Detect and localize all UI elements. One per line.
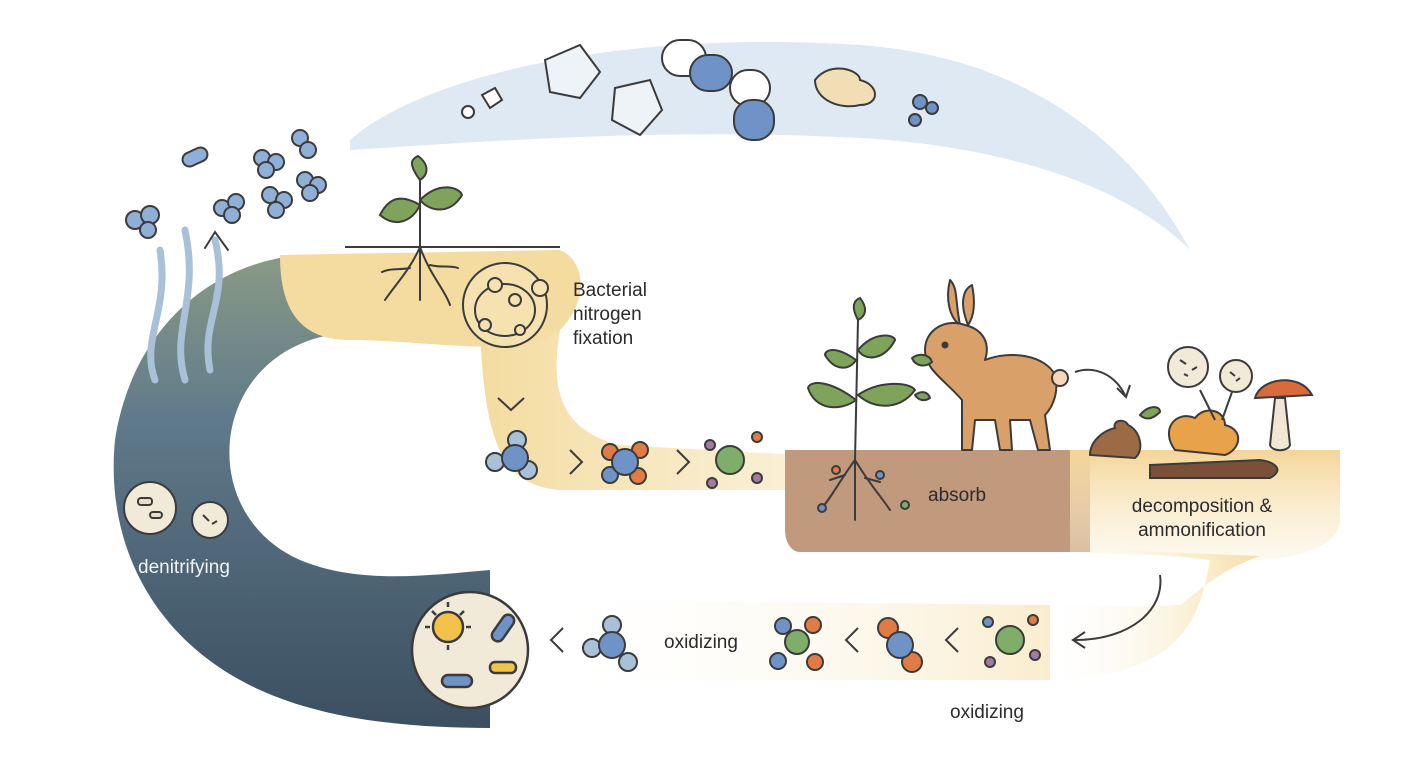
denitrifying-bacteria-bubble-large <box>123 481 177 535</box>
sprout-icon <box>378 154 464 306</box>
ammonia-molecule-bottom <box>582 615 638 672</box>
flow-chevron-1 <box>569 449 584 475</box>
curved-arrow-down <box>1074 574 1162 641</box>
flow-chevron-5 <box>549 627 564 653</box>
ammonium-molecule <box>601 441 649 485</box>
vapor-arrows-icon <box>147 226 229 384</box>
fixation-down-chevron <box>497 397 525 412</box>
bacteria-bubble-1 <box>1167 346 1216 421</box>
mushroom-icon <box>1253 379 1314 452</box>
nitrate-molecule-bottom <box>769 616 824 671</box>
droppings-icon <box>1088 419 1142 460</box>
ammonia-molecule-1 <box>485 430 538 480</box>
bacteria-bubble-2 <box>1219 359 1253 421</box>
flow-chevron-2 <box>676 449 691 475</box>
curved-arrow-to-decomposition <box>1074 368 1126 396</box>
denitrifying-bacteria-bubble-small <box>191 501 229 539</box>
soil-brown-block <box>785 450 1090 552</box>
bacterial-nitrogen-fixation-label: Bacterial nitrogen fixation <box>573 280 647 349</box>
atmosphere-molecules <box>461 39 939 141</box>
oxidizing-label-middle: oxidizing <box>664 632 738 653</box>
denitrification-water-band <box>113 255 490 728</box>
nitrite-molecule <box>704 431 763 489</box>
decomposition-ammonification-label: decomposition & ammonification <box>1131 496 1273 541</box>
rabbit-icon <box>911 279 1069 451</box>
molecule-cluster-upper-left <box>125 129 327 239</box>
oxidizing-label-bottom: oxidizing <box>950 702 1024 723</box>
plant-icon <box>806 296 917 521</box>
root-nodule-bacteria-icon <box>462 262 549 348</box>
flow-chevron-4 <box>844 627 859 653</box>
flow-chevron-3 <box>944 627 959 653</box>
absorb-label: absorb <box>928 485 987 506</box>
nitrite-molecule-bottom <box>982 614 1041 668</box>
fixation-tube <box>480 330 800 490</box>
decomposing-leaf-icon <box>1138 406 1279 479</box>
ammonium-molecule-bottom <box>877 617 923 673</box>
denitrifying-label: denitrifying <box>138 557 230 578</box>
bacteria-circle-large <box>410 590 530 710</box>
atmosphere-band <box>350 41 1190 250</box>
decomposition-tube <box>1040 550 1260 680</box>
